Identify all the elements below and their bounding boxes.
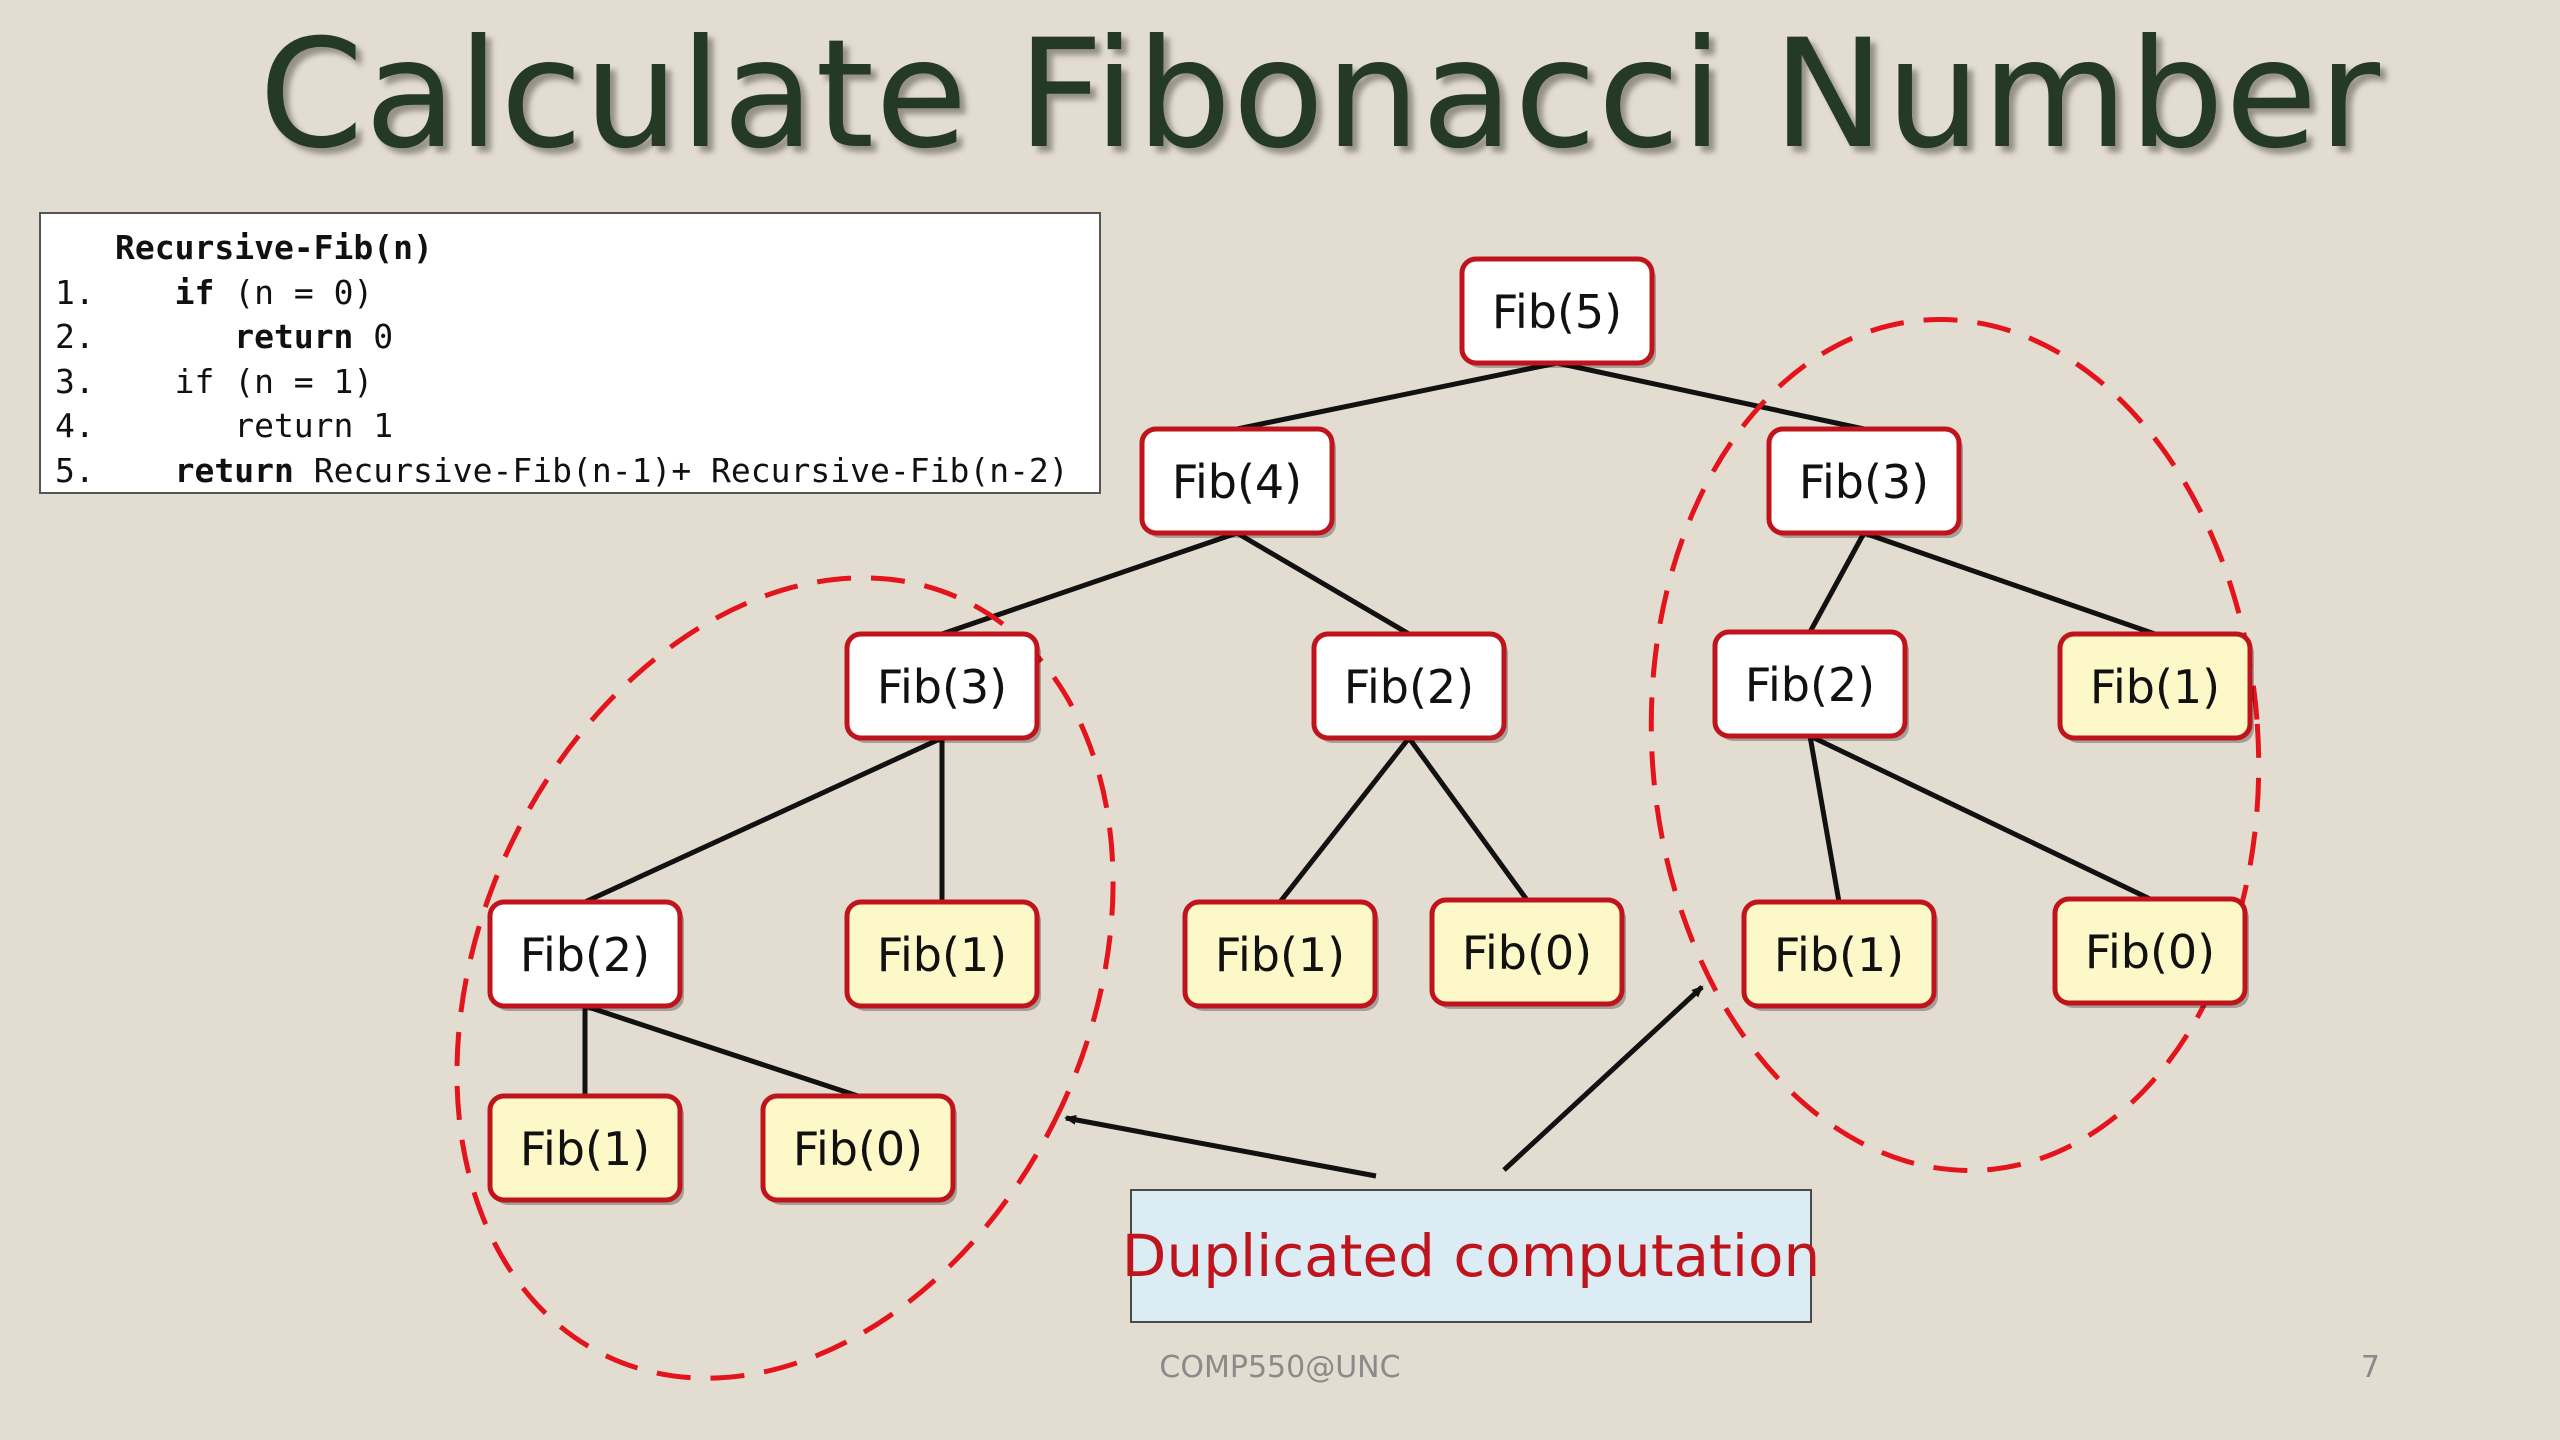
tree-node-label: Fib(1)	[520, 1122, 650, 1176]
tree-edges	[582, 360, 2156, 1099]
code-line: 2. return 0	[55, 315, 1099, 360]
tree-node-box	[1182, 899, 1378, 1009]
tree-node-box	[1311, 631, 1507, 741]
tree-node-label: Fib(2)	[1745, 658, 1875, 712]
tree-node-label: Fib(5)	[1492, 285, 1622, 339]
tree-node-label: Fib(1)	[877, 928, 1007, 982]
code-line: 3. if (n = 1)	[55, 360, 1099, 405]
tree-node-box	[2057, 631, 2253, 741]
tree-node-label: Fib(0)	[793, 1122, 923, 1176]
duplicate-circle-right	[1648, 317, 2262, 1173]
callout-arrows	[1064, 985, 1704, 1179]
tree-node-label: Fib(1)	[2090, 660, 2220, 714]
tree-node-label: Fib(3)	[1799, 455, 1929, 509]
code-line: 4. return 1	[55, 404, 1099, 449]
code-line-number: 3.	[55, 361, 95, 401]
tree-edge	[1406, 736, 1530, 902]
code-header: Recursive-Fib(n)	[55, 226, 1099, 271]
tree-edge	[583, 735, 944, 905]
tree-node-box	[760, 1093, 956, 1203]
duplicate-highlight-circles	[454, 317, 2262, 1381]
tree-node-box	[487, 1093, 683, 1203]
code-token: return 1	[115, 406, 394, 445]
tree-node-label: Fib(2)	[520, 928, 650, 982]
pseudocode-box: Recursive-Fib(n) 1. if (n = 0)2. return …	[39, 212, 1101, 494]
tree-node-label: Fib(2)	[1344, 660, 1474, 714]
tree-node-n1ll: Fib(1)	[487, 1093, 684, 1205]
tree-edge	[1235, 530, 1411, 637]
code-token: 0	[353, 317, 394, 356]
tree-edge	[1556, 360, 1865, 432]
code-line-number: 5.	[55, 450, 95, 490]
tree-node-label: Fib(4)	[1172, 455, 1302, 509]
tree-node-n5: Fib(5)	[1459, 256, 1656, 368]
tree-edge	[1278, 736, 1411, 904]
code-token: return	[174, 450, 294, 490]
tree-node-box	[1459, 256, 1655, 366]
code-line-number: 2.	[55, 317, 95, 356]
code-token: if	[174, 272, 215, 312]
tree-node-box	[2052, 896, 2248, 1006]
duplicated-computation-callout: Duplicated computation	[1122, 1189, 1820, 1323]
tree-node-n1l: Fib(1)	[844, 899, 1041, 1011]
duplicate-circle-left	[454, 575, 1116, 1381]
code-line: 5. return Recursive-Fib(n-1)+ Recursive-…	[55, 449, 1099, 494]
callout-arrow-right	[1502, 985, 1704, 1172]
tree-edge	[1863, 530, 2156, 637]
code-line: 1. if (n = 0)	[55, 271, 1099, 316]
tree-node-label: Fib(0)	[2085, 925, 2215, 979]
tree-node-box	[1429, 897, 1625, 1007]
tree-node-label: Fib(0)	[1462, 926, 1592, 980]
tree-edge	[1808, 733, 2152, 902]
tree-node-label: Fib(1)	[1774, 928, 1904, 982]
tree-node-label: Fib(1)	[1215, 928, 1345, 982]
tree-edge	[941, 530, 1238, 637]
tree-node-n0m: Fib(0)	[1429, 897, 1626, 1009]
code-header-text: Recursive-Fib(n)	[115, 228, 433, 267]
tree-node-n0rr: Fib(0)	[2052, 896, 2249, 1008]
tree-node-n2m: Fib(2)	[1311, 631, 1508, 743]
tree-node-box	[1139, 426, 1335, 536]
slide-title: Calculate Fibonacci Number	[258, 8, 2382, 182]
tree-node-n3r: Fib(3)	[1766, 426, 1963, 538]
code-token: if (n = 1)	[115, 361, 374, 401]
tree-node-label: Fib(3)	[877, 660, 1007, 714]
tree-node-n1m: Fib(1)	[1182, 899, 1379, 1011]
tree-edge	[1807, 531, 1867, 634]
tree-node-n4: Fib(4)	[1139, 426, 1336, 538]
tree-edge	[1807, 735, 1842, 903]
tree-node-n0ll: Fib(0)	[760, 1093, 957, 1205]
tree-node-n2r: Fib(2)	[1712, 629, 1909, 741]
code-token: (n = 0)	[214, 272, 374, 312]
tree-node-n1rr: Fib(1)	[1741, 899, 1938, 1011]
code-token: Recursive-Fib(n-1)+ Recursive-Fib(n-2)	[293, 450, 1069, 490]
code-line-number: 4.	[55, 406, 95, 445]
tree-node-box	[487, 899, 683, 1009]
tree-node-box	[844, 631, 1040, 741]
code-token: return	[234, 317, 354, 356]
page-number: 7	[2360, 1350, 2380, 1385]
tree-node-n1r: Fib(1)	[2057, 631, 2254, 743]
tree-edge	[584, 1003, 859, 1099]
tree-node-box	[1712, 629, 1908, 739]
tree-node-box	[1741, 899, 1937, 1009]
tree-nodes: Fib(5) Fib(4) Fib(3) Fib(3) Fib(2) Fib(2) Fib(…	[487, 256, 2254, 1205]
tree-node-n2l: Fib(2)	[487, 899, 684, 1011]
tree-node-box	[844, 899, 1040, 1009]
code-line-number: 1.	[55, 272, 95, 312]
tree-node-box	[1766, 426, 1962, 536]
tree-edge	[1236, 360, 1558, 432]
tree-node-n3l: Fib(3)	[844, 631, 1041, 743]
slide-footer: COMP550@UNC	[1159, 1350, 1401, 1385]
callout-arrow-left	[1064, 1114, 1377, 1179]
